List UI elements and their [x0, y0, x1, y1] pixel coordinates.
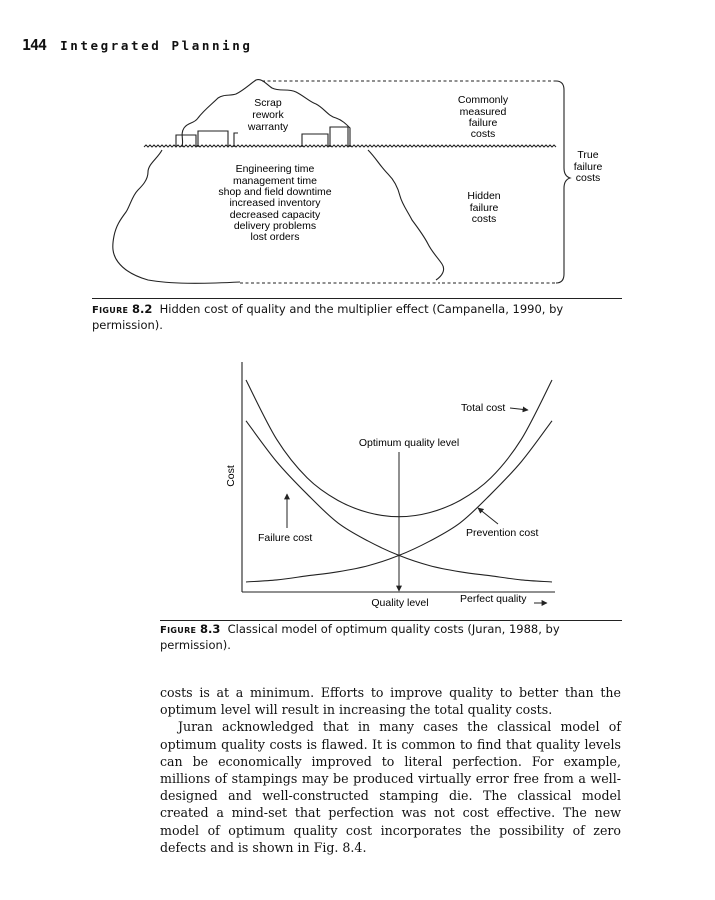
hidden-label-line: failure — [470, 202, 499, 214]
visible-label-line: rework — [252, 109, 284, 121]
hidden-item: management time — [233, 175, 317, 187]
running-header: 144 Integrated Planning — [22, 36, 252, 54]
hidden-item: shop and field downtime — [218, 186, 331, 198]
series-label-prevention-cost: Prevention cost — [466, 527, 538, 539]
figure-caption-text: Classical model of optimum quality costs… — [160, 622, 560, 652]
hidden-item: increased inventory — [229, 197, 321, 209]
body-paragraph: Juran acknowledged that in many cases th… — [160, 719, 621, 855]
figure-caption-text: Hidden cost of quality and the multiplie… — [92, 302, 564, 332]
hidden-label-line: Hidden — [467, 190, 500, 202]
series-label-failure-cost: Failure cost — [258, 532, 312, 544]
true-cost-brace — [555, 80, 572, 284]
figure-label: FIGURE — [92, 305, 129, 316]
running-title: Integrated Planning — [60, 38, 253, 53]
x-axis-label: Quality level — [371, 597, 428, 609]
measured-label-line: Commonly — [458, 94, 509, 106]
figure-number: 8.2 — [131, 302, 153, 316]
total-cost-arrow — [509, 406, 529, 413]
y-axis-label: Cost — [225, 465, 237, 487]
hidden-item: Engineering time — [236, 163, 315, 175]
measured-label-line: failure — [469, 117, 498, 129]
x-axis-end-label: Perfect quality — [460, 593, 527, 605]
measured-label-line: measured — [460, 106, 507, 118]
body-text: costs is at a minimum. Efforts to improv… — [160, 684, 621, 856]
hidden-item: lost orders — [250, 231, 299, 243]
figure-label: FIGURE — [160, 625, 197, 636]
iceberg-submerged-left — [112, 149, 241, 284]
body-paragraph: costs is at a minimum. Efforts to improv… — [160, 685, 621, 718]
page-number: 144 — [22, 36, 47, 54]
iceberg-submerged-right — [367, 149, 445, 281]
measured-label-line: costs — [471, 128, 496, 140]
figure-8-3-caption: FIGURE 8.3 Classical model of optimum qu… — [160, 622, 622, 652]
water-line — [143, 144, 557, 148]
iceberg-blocks — [175, 126, 349, 147]
hidden-label-line: costs — [472, 213, 497, 225]
figure-8-2-iceberg-diagram: Scrap rework warranty Commonly measured … — [112, 79, 603, 284]
iceberg-tip — [181, 79, 351, 148]
figure-8-2-caption: FIGURE 8.2 Hidden cost of quality and th… — [92, 302, 622, 332]
figure-number: 8.3 — [199, 622, 221, 636]
hidden-item: decreased capacity — [230, 209, 321, 221]
visible-label-line: Scrap — [254, 97, 282, 109]
hidden-item: delivery problems — [234, 220, 316, 232]
true-label-line: True — [577, 149, 598, 161]
optimum-annotation: Optimum quality level — [359, 437, 459, 449]
figure-8-3-chart: Cost Quality level Perfect quality Total… — [225, 362, 555, 609]
visible-label-line: warranty — [247, 121, 289, 133]
figure-8-2-rule — [92, 298, 622, 299]
figure-8-3-rule — [160, 620, 622, 621]
true-label-line: failure — [574, 161, 603, 173]
series-label-total-cost: Total cost — [461, 402, 505, 414]
prevention-cost-arrow — [477, 507, 499, 525]
true-label-line: costs — [576, 172, 601, 184]
